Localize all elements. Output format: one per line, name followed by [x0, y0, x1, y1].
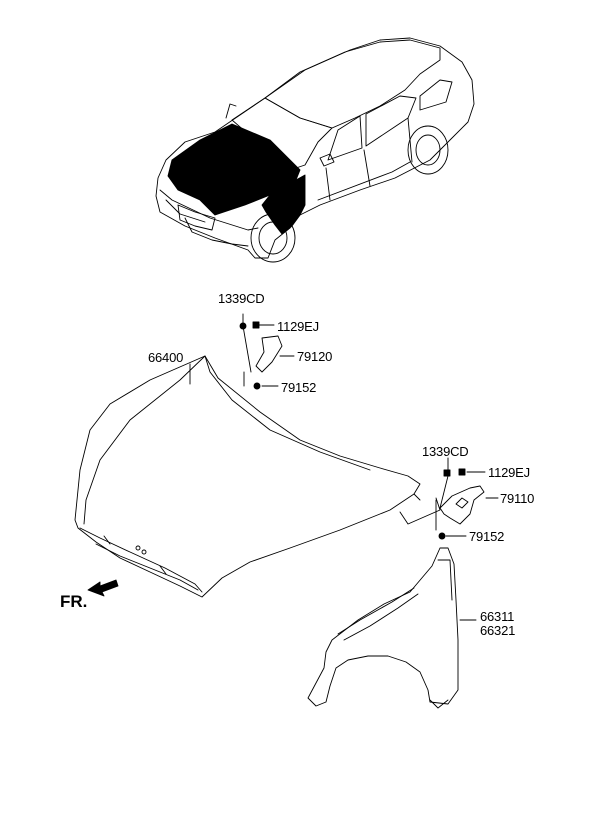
part-label-rh-bolt: 1339CD	[218, 291, 265, 306]
part-label-rh-nut: 79152	[281, 380, 317, 395]
part-label-hood: 66400	[148, 350, 184, 365]
rh-hinge-assembly	[189, 313, 295, 390]
vehicle-overview-illustration	[155, 37, 475, 263]
front-direction-arrow	[87, 579, 119, 597]
part-label-lh-hinge: 79110	[500, 491, 535, 506]
part-label-lh-bolt: 1339CD	[422, 444, 469, 459]
hood-panel	[74, 355, 441, 598]
part-label-lh-nut: 79152	[469, 529, 505, 544]
lh-hinge-assembly	[435, 457, 499, 540]
part-label-fender-1: 66311	[480, 609, 515, 624]
front-fender-panel	[307, 547, 477, 709]
part-label-rh-hinge: 79120	[297, 349, 333, 364]
part-label-lh-screw: 1129EJ	[488, 465, 530, 480]
part-label-rh-screw: 1129EJ	[277, 319, 319, 334]
front-direction-label: FR.	[60, 592, 88, 611]
part-label-fender-2: 66321	[480, 623, 516, 638]
